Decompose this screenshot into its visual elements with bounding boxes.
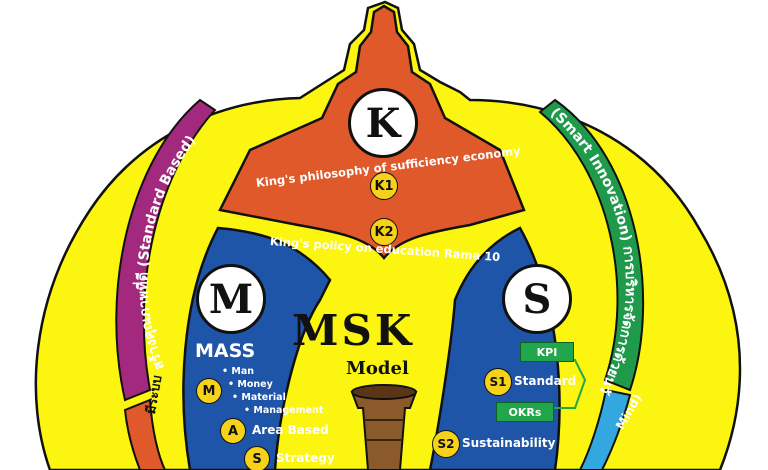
m-item-material: • Material [232,392,286,403]
a-badge: A [220,418,246,444]
orange-arc-left [123,398,167,470]
k-letter-circle: K [348,88,418,158]
s-letter-circle: S [502,264,572,334]
torch-rim [351,384,417,400]
s2-badge-label: S2 [437,437,455,451]
strategy-text: Strategy [276,451,335,465]
okrs-label: OKRs [508,405,542,419]
m-badge-label: M [202,383,216,399]
m-letter-circle: M [196,264,266,334]
kpi-label: KPI [536,345,558,359]
s-strategy-badge-label: S [252,451,262,467]
m-item-management: • Management [244,405,324,416]
m-badge: M [196,378,222,404]
s1-badge: S1 [484,368,512,396]
k2-badge: K2 [370,218,398,246]
s1-text: Standard [514,374,577,388]
k1-badge-label: K1 [374,178,394,194]
k-letter: K [365,99,401,147]
okrs-tag: OKRs [496,402,554,422]
k2-badge-label: K2 [374,224,394,240]
m-item-man: • Man [222,366,255,377]
msk-title: MSK [292,306,415,355]
s2-badge: S2 [432,430,460,458]
msk-subtitle: Model [346,358,409,379]
m-item-money: • Money [228,379,273,390]
s-letter: S [522,275,552,323]
m-letter: M [208,275,254,323]
a-badge-label: A [227,423,239,439]
a-text: Area Based [252,423,329,437]
torch-icon [350,391,418,470]
k1-badge: K1 [370,172,398,200]
s-strategy-badge: S [244,446,270,470]
s1-badge-label: S1 [489,375,507,389]
mass-title: MASS [195,340,256,362]
green-arc-right [538,98,645,392]
s2-text: Sustainability [462,436,556,450]
purple-arc-left [115,98,217,402]
kpi-tag: KPI [520,342,574,362]
